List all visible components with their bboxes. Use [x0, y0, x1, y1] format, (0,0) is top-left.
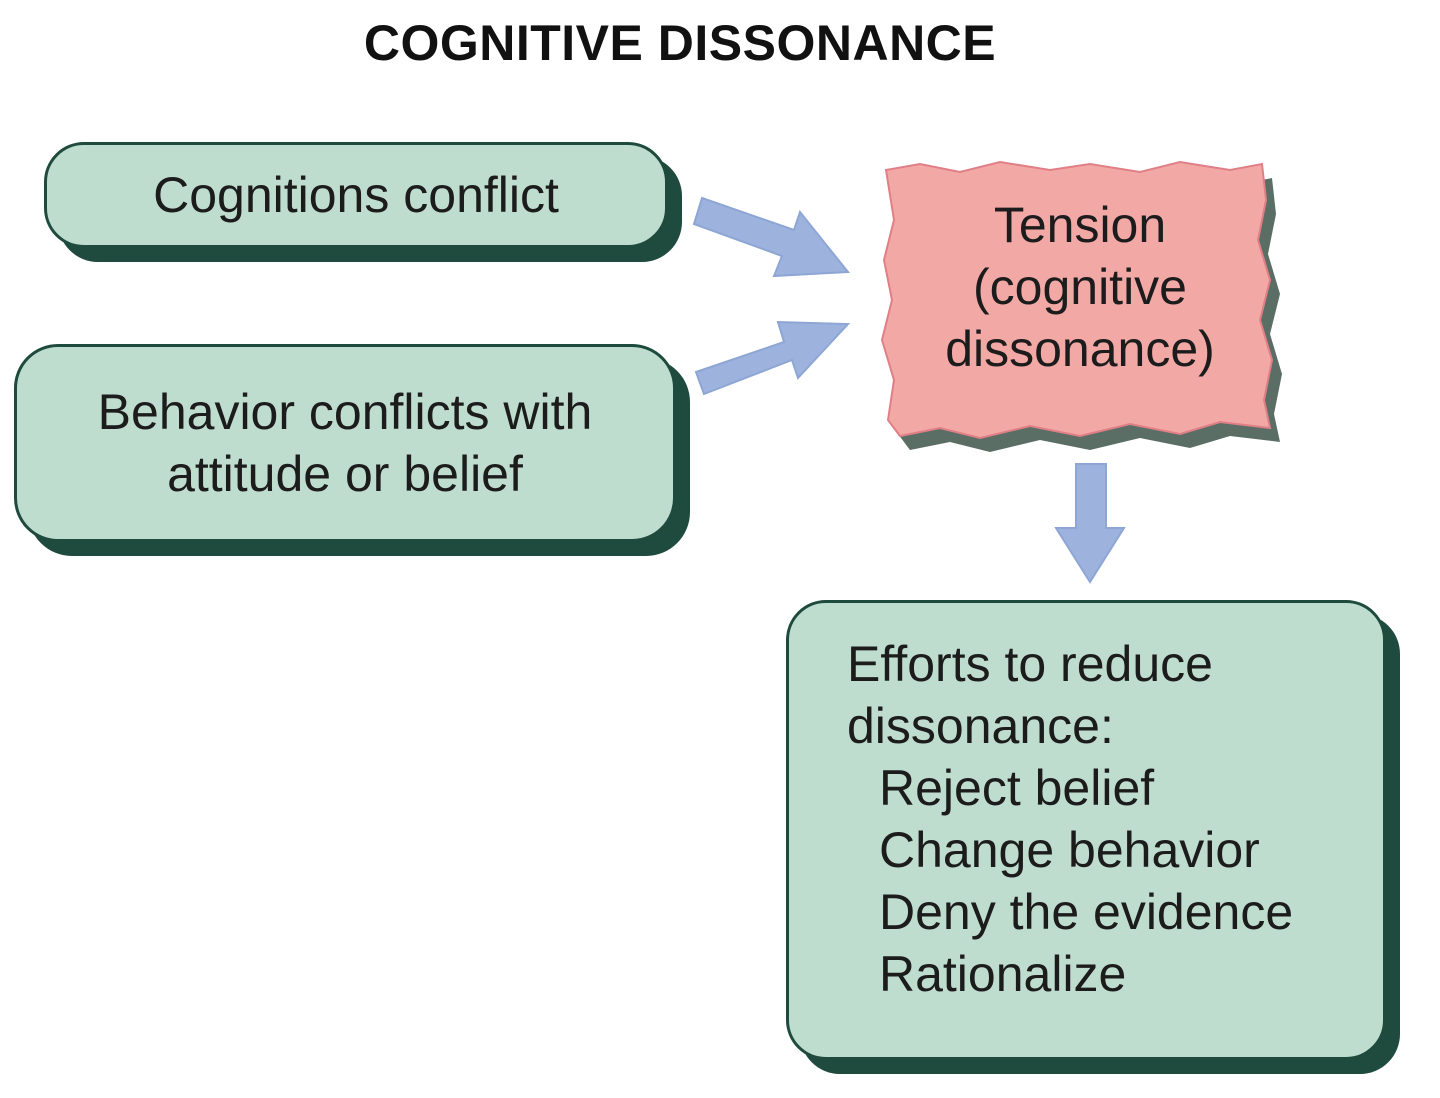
arrow-cognitions-to-tension — [692, 196, 850, 278]
efforts-item-rationalize: Rationalize — [879, 946, 1127, 1002]
efforts-box: Efforts to reduce dissonance: Reject bel… — [786, 600, 1386, 1060]
efforts-item-change-behavior: Change behavior — [879, 822, 1260, 878]
tension-line-1: Tension — [993, 197, 1167, 253]
cognitions-conflict-box: Cognitions conflict — [44, 142, 668, 248]
cognitions-conflict-label: Cognitions conflict — [153, 167, 559, 223]
tension-box: Tension (cognitive dissonance) — [880, 160, 1300, 460]
behavior-conflicts-line-2: attitude or belief — [167, 446, 523, 502]
diagram-title: COGNITIVE DISSONANCE — [363, 15, 997, 71]
arrow-tension-to-efforts — [1054, 463, 1126, 584]
behavior-conflicts-line-1: Behavior conflicts with — [97, 384, 593, 440]
efforts-heading-line-2: dissonance: — [847, 698, 1114, 754]
tension-line-2: (cognitive — [973, 259, 1187, 315]
efforts-item-reject-belief: Reject belief — [879, 760, 1155, 816]
efforts-heading-line-1: Efforts to reduce — [847, 636, 1213, 692]
tension-line-3: dissonance) — [945, 321, 1215, 377]
behavior-conflicts-box: Behavior conflicts with attitude or beli… — [14, 344, 676, 542]
tension-shape — [880, 160, 1282, 452]
efforts-item-deny-evidence: Deny the evidence — [879, 884, 1294, 940]
arrow-behavior-to-tension — [694, 320, 851, 396]
